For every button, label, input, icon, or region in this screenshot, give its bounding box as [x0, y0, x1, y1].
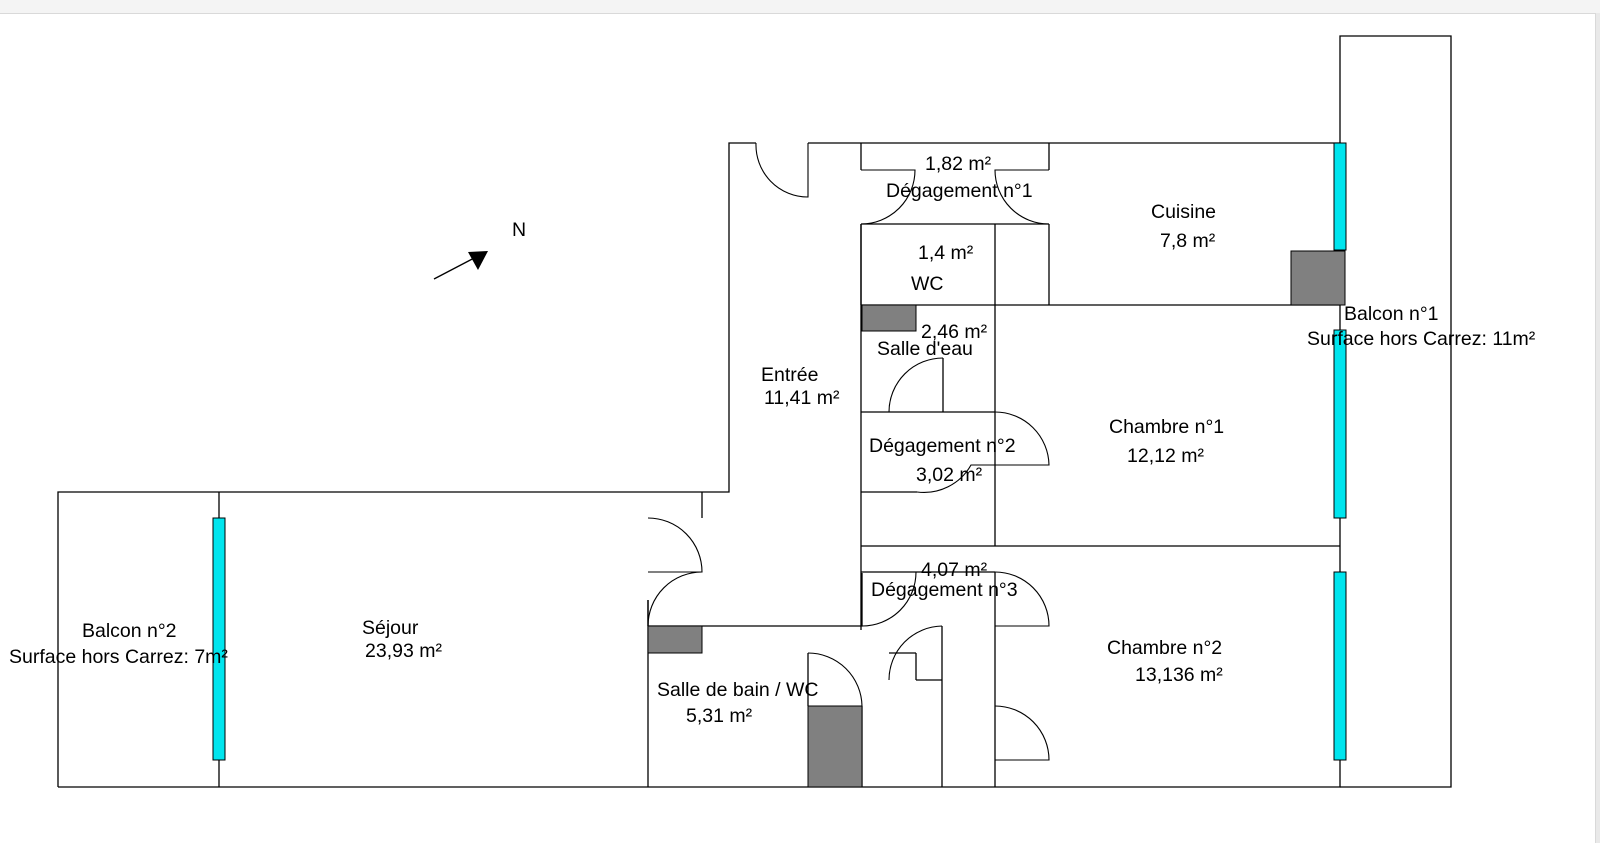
- window-chambre-2: [1333, 571, 1347, 761]
- duct-salle-eau: [861, 304, 917, 332]
- degagement-1-door-left: [860, 169, 916, 225]
- balcon-1-note: Surface hors Carrez: 11m²: [1307, 328, 1536, 350]
- salle-bain-name: Salle de bain / WC: [657, 679, 819, 701]
- degagement-3-door-left: [861, 571, 917, 627]
- wc-name: WC: [911, 273, 944, 295]
- balcon-1-name: Balcon n°1: [1344, 303, 1439, 325]
- compass-label: N: [512, 219, 526, 241]
- compass: N: [433, 219, 526, 280]
- doors: [647, 142, 1050, 761]
- chambre-1-door: [994, 411, 1050, 466]
- compass-arrow-head: [468, 251, 488, 270]
- degagement-2-name: Dégagement n°2: [869, 435, 1016, 457]
- viewer-top-bar: [0, 0, 1600, 14]
- chambre-1-area: 12,12 m²: [1127, 445, 1204, 467]
- degagement-3-door-right: [994, 571, 1050, 627]
- balcon-1-frame: [1339, 35, 1452, 788]
- sejour-area: 23,93 m²: [365, 640, 442, 662]
- window-sejour: [212, 517, 226, 761]
- chambre-1-name: Chambre n°1: [1109, 416, 1224, 438]
- sejour-door-bottom: [647, 571, 703, 627]
- degagement-1-name: Dégagement n°1: [886, 180, 1033, 202]
- degagement-3-name: Dégagement n°3: [871, 579, 1018, 601]
- chambre-2-door: [994, 705, 1050, 761]
- room-labels: 1,82 m² Dégagement n°1 Cuisine 7,8 m² 1,…: [9, 153, 1536, 727]
- window-chambre-1: [1333, 329, 1347, 519]
- chambre-2-area: 13,136 m²: [1135, 664, 1223, 686]
- sejour-door-top: [647, 517, 703, 573]
- entree-area: 11,41 m²: [764, 387, 840, 409]
- cuisine-name: Cuisine: [1151, 201, 1216, 223]
- degagement-2-area: 3,02 m²: [916, 464, 983, 486]
- compass-arrow-line: [433, 255, 479, 280]
- degagement-1-wall: [860, 143, 1050, 305]
- wc-area: 1,4 m²: [918, 242, 974, 264]
- salle-eau-name: Salle d'eau: [877, 338, 973, 360]
- degagement-3-area: 4,07 m²: [921, 559, 988, 581]
- viewer-scrollbar[interactable]: [1595, 13, 1600, 843]
- wc-bain-door: [888, 625, 943, 681]
- degagement-1-area: 1,82 m²: [925, 153, 992, 175]
- degagement-2-door: [916, 464, 995, 493]
- duct-salle-bain: [647, 625, 703, 654]
- balcon-2-note: Surface hors Carrez: 7m²: [9, 646, 228, 668]
- window-cuisine: [1333, 142, 1347, 251]
- salle-eau-door: [888, 357, 944, 413]
- ducts: [647, 250, 1346, 788]
- balcon-2-name: Balcon n°2: [82, 620, 177, 642]
- entrance-door: [755, 142, 809, 198]
- chambre-2-name: Chambre n°2: [1107, 637, 1222, 659]
- windows: [212, 142, 1347, 761]
- duct-cuisine: [1290, 250, 1346, 306]
- salle-bain-area: 5,31 m²: [686, 705, 753, 727]
- salle-bain-door: [807, 652, 863, 707]
- sejour-name: Séjour: [362, 617, 419, 639]
- salle-eau-area: 2,46 m²: [921, 321, 988, 343]
- entree-name: Entrée: [761, 364, 818, 386]
- duct-wc: [807, 705, 863, 788]
- degagement-1-door-right: [994, 169, 1050, 225]
- cuisine-area: 7,8 m²: [1160, 230, 1216, 252]
- walls: [57, 35, 1452, 788]
